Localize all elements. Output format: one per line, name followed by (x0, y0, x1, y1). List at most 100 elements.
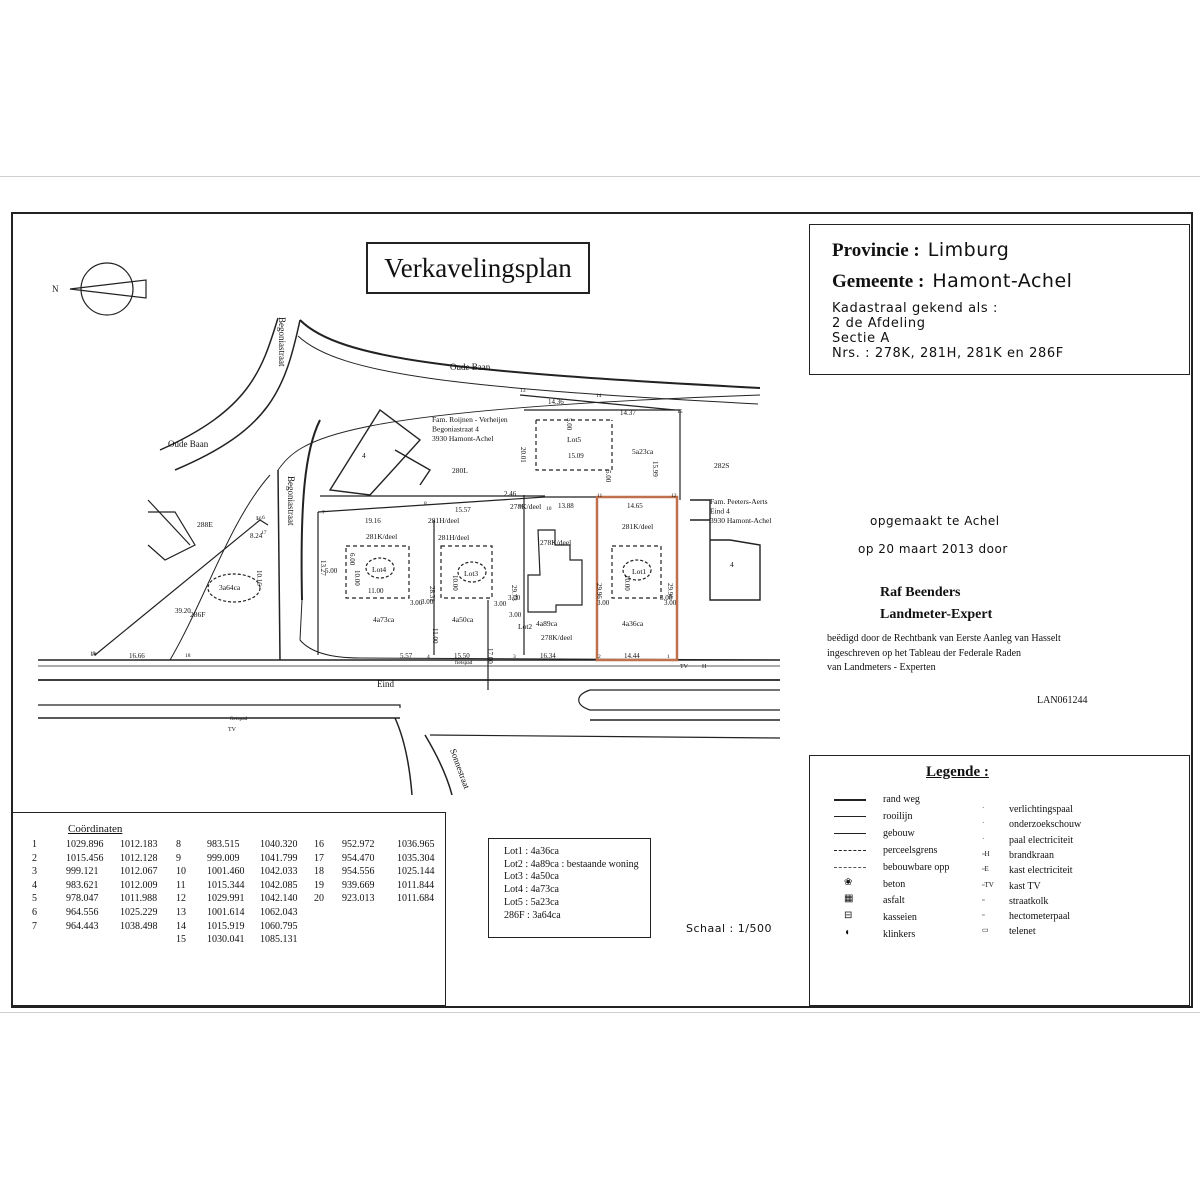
x-coordinate: 1029.896 (66, 839, 104, 850)
dimension-label: 29.96 (666, 583, 674, 599)
legend-item-label: straatkolk (1009, 895, 1049, 907)
point-number: 1 (32, 839, 37, 850)
y-coordinate: 1085.131 (260, 934, 298, 946)
point-number: 13 (520, 388, 526, 394)
lot-label: Lot5 (567, 435, 581, 444)
point-number: 18 (185, 653, 191, 659)
x-coordinate: 954.470 (342, 852, 375, 864)
dimension-label: 5.00 (604, 470, 612, 483)
x-coordinate: 978.047 (66, 893, 99, 905)
x-coordinate: 954.556 (342, 866, 375, 878)
north-arrow-icon (69, 279, 147, 299)
point-number: 9 (176, 852, 181, 864)
parcel-label: 278K/deel (541, 633, 572, 642)
x-coordinate: 964.443 (66, 920, 99, 932)
scale-text: Schaal : 1/500 (686, 922, 772, 935)
dimension-label: 13.88 (558, 502, 574, 510)
y-coordinate: 1012.183 (120, 839, 158, 850)
municipality-label: Gemeente : (832, 271, 925, 292)
street-label: Begoniastraat (277, 317, 287, 367)
reference-number: LAN061244 (1037, 695, 1088, 706)
parcel-label: 286F (190, 610, 205, 619)
lot-area-line: Lot3 : 4a50ca (504, 871, 559, 883)
dimension-label: 3.00 (421, 598, 434, 606)
x-coordinate: 1001.460 (207, 866, 245, 878)
legend-symbol-icon: ▫TV (982, 880, 994, 889)
legend-line-sample (834, 799, 866, 801)
parcel-label: 282S (714, 461, 729, 470)
legend-item-label: gebouw (883, 827, 915, 839)
cadastral-line-4: Nrs. : 278K, 281H, 281K en 286F (832, 346, 1064, 361)
street-label: Oude Baan (168, 439, 209, 449)
legend-item-label: rooilijn (883, 810, 913, 822)
dimension-label: 3.00 (664, 599, 677, 607)
cadastral-line-3: Sectie A (832, 331, 890, 346)
legend-symbol-icon: ▫E (982, 865, 989, 874)
house-number: 4 (362, 451, 366, 460)
dimension-label: 14.65 (627, 502, 643, 510)
y-coordinate: 1035.304 (397, 852, 435, 864)
legend-symbol-icon: · (982, 834, 985, 843)
dimension-label: 15.09 (568, 452, 584, 460)
province-row: Provincie :Limburg (832, 239, 1009, 262)
legend-item-label: brandkraan (1009, 849, 1054, 861)
neighbour-address: Begoniastraat 4 (432, 425, 479, 434)
dimension-label: 15.99 (651, 461, 659, 477)
point-number: 4 (427, 654, 430, 660)
x-coordinate: 1030.041 (207, 934, 245, 946)
y-coordinate: 1062.043 (260, 906, 298, 918)
parcel-label: 281H/deel (438, 533, 469, 542)
neighbour-address: Fam. Peeters-Aerts (710, 497, 768, 506)
legend-item-label: klinkers (883, 929, 916, 941)
parcel-label: 281H/deel (428, 516, 459, 525)
dimension-label: 29.73 (510, 585, 518, 601)
legend-item-label: onderzoekschouw (1009, 819, 1082, 831)
lot-area-label: 4a36ca (622, 619, 644, 628)
point-number: 18 (314, 866, 324, 878)
lot1-highlight (595, 495, 679, 662)
province-label: Provincie : (832, 240, 920, 261)
legend-symbol-icon: ❀ (844, 876, 853, 888)
point-number: 6 (32, 906, 37, 918)
point-number: 17 (261, 530, 267, 536)
x-coordinate: 964.556 (66, 906, 99, 918)
neighbour-address: 3930 Hamont-Achel (432, 434, 493, 443)
house-number: 4 (730, 560, 734, 569)
point-number: 20 (314, 893, 324, 905)
legend-symbol-icon: · (982, 804, 985, 812)
x-coordinate: 952.972 (342, 839, 375, 850)
y-coordinate: 1012.067 (120, 866, 158, 878)
dimension-label: 14.37 (620, 409, 636, 417)
lot-label: Lot4 (372, 565, 386, 574)
y-coordinate: 1040.320 (260, 839, 298, 850)
x-coordinate: 1029.991 (207, 893, 245, 905)
dimension-label: 5.00 (325, 567, 338, 575)
made-at-text: opgemaakt te Achel (870, 514, 1000, 528)
y-coordinate: 1011.988 (120, 893, 158, 905)
point-number: 20 (91, 652, 97, 658)
oath-line-1: beëdigd door de Rechtbank van Eerste Aan… (827, 633, 1061, 644)
dimension-label: 16.66 (129, 652, 145, 660)
oath-line-2: ingeschreven op het Tableau der Federale… (827, 647, 1022, 659)
legend-item-label: perceelsgrens (883, 844, 938, 856)
legend-item-label: beton (883, 878, 906, 890)
dimension-label: 2.46 (504, 490, 517, 498)
point-number: 13 (176, 906, 186, 918)
y-coordinate: 1038.498 (120, 920, 158, 932)
dimension-label: 13.27 (319, 560, 327, 576)
lot-area-label: 4a73ca (373, 615, 395, 624)
point-number: 16 (256, 516, 262, 522)
parcel-label: 281K/deel (366, 532, 397, 541)
dimension-label: 3.00 (509, 611, 522, 619)
street-label: Sonnestraat (448, 747, 472, 790)
legend-item-label: kasseien (883, 912, 917, 924)
point-number: 12 (671, 493, 677, 499)
legend-item-label: paal electriciteit (1009, 834, 1074, 846)
lot-area-line: Lot5 : 5a23ca (504, 896, 559, 908)
dimension-label: 20.01 (519, 447, 527, 463)
municipality-row: Gemeente :Hamont-Achel (832, 270, 1072, 293)
